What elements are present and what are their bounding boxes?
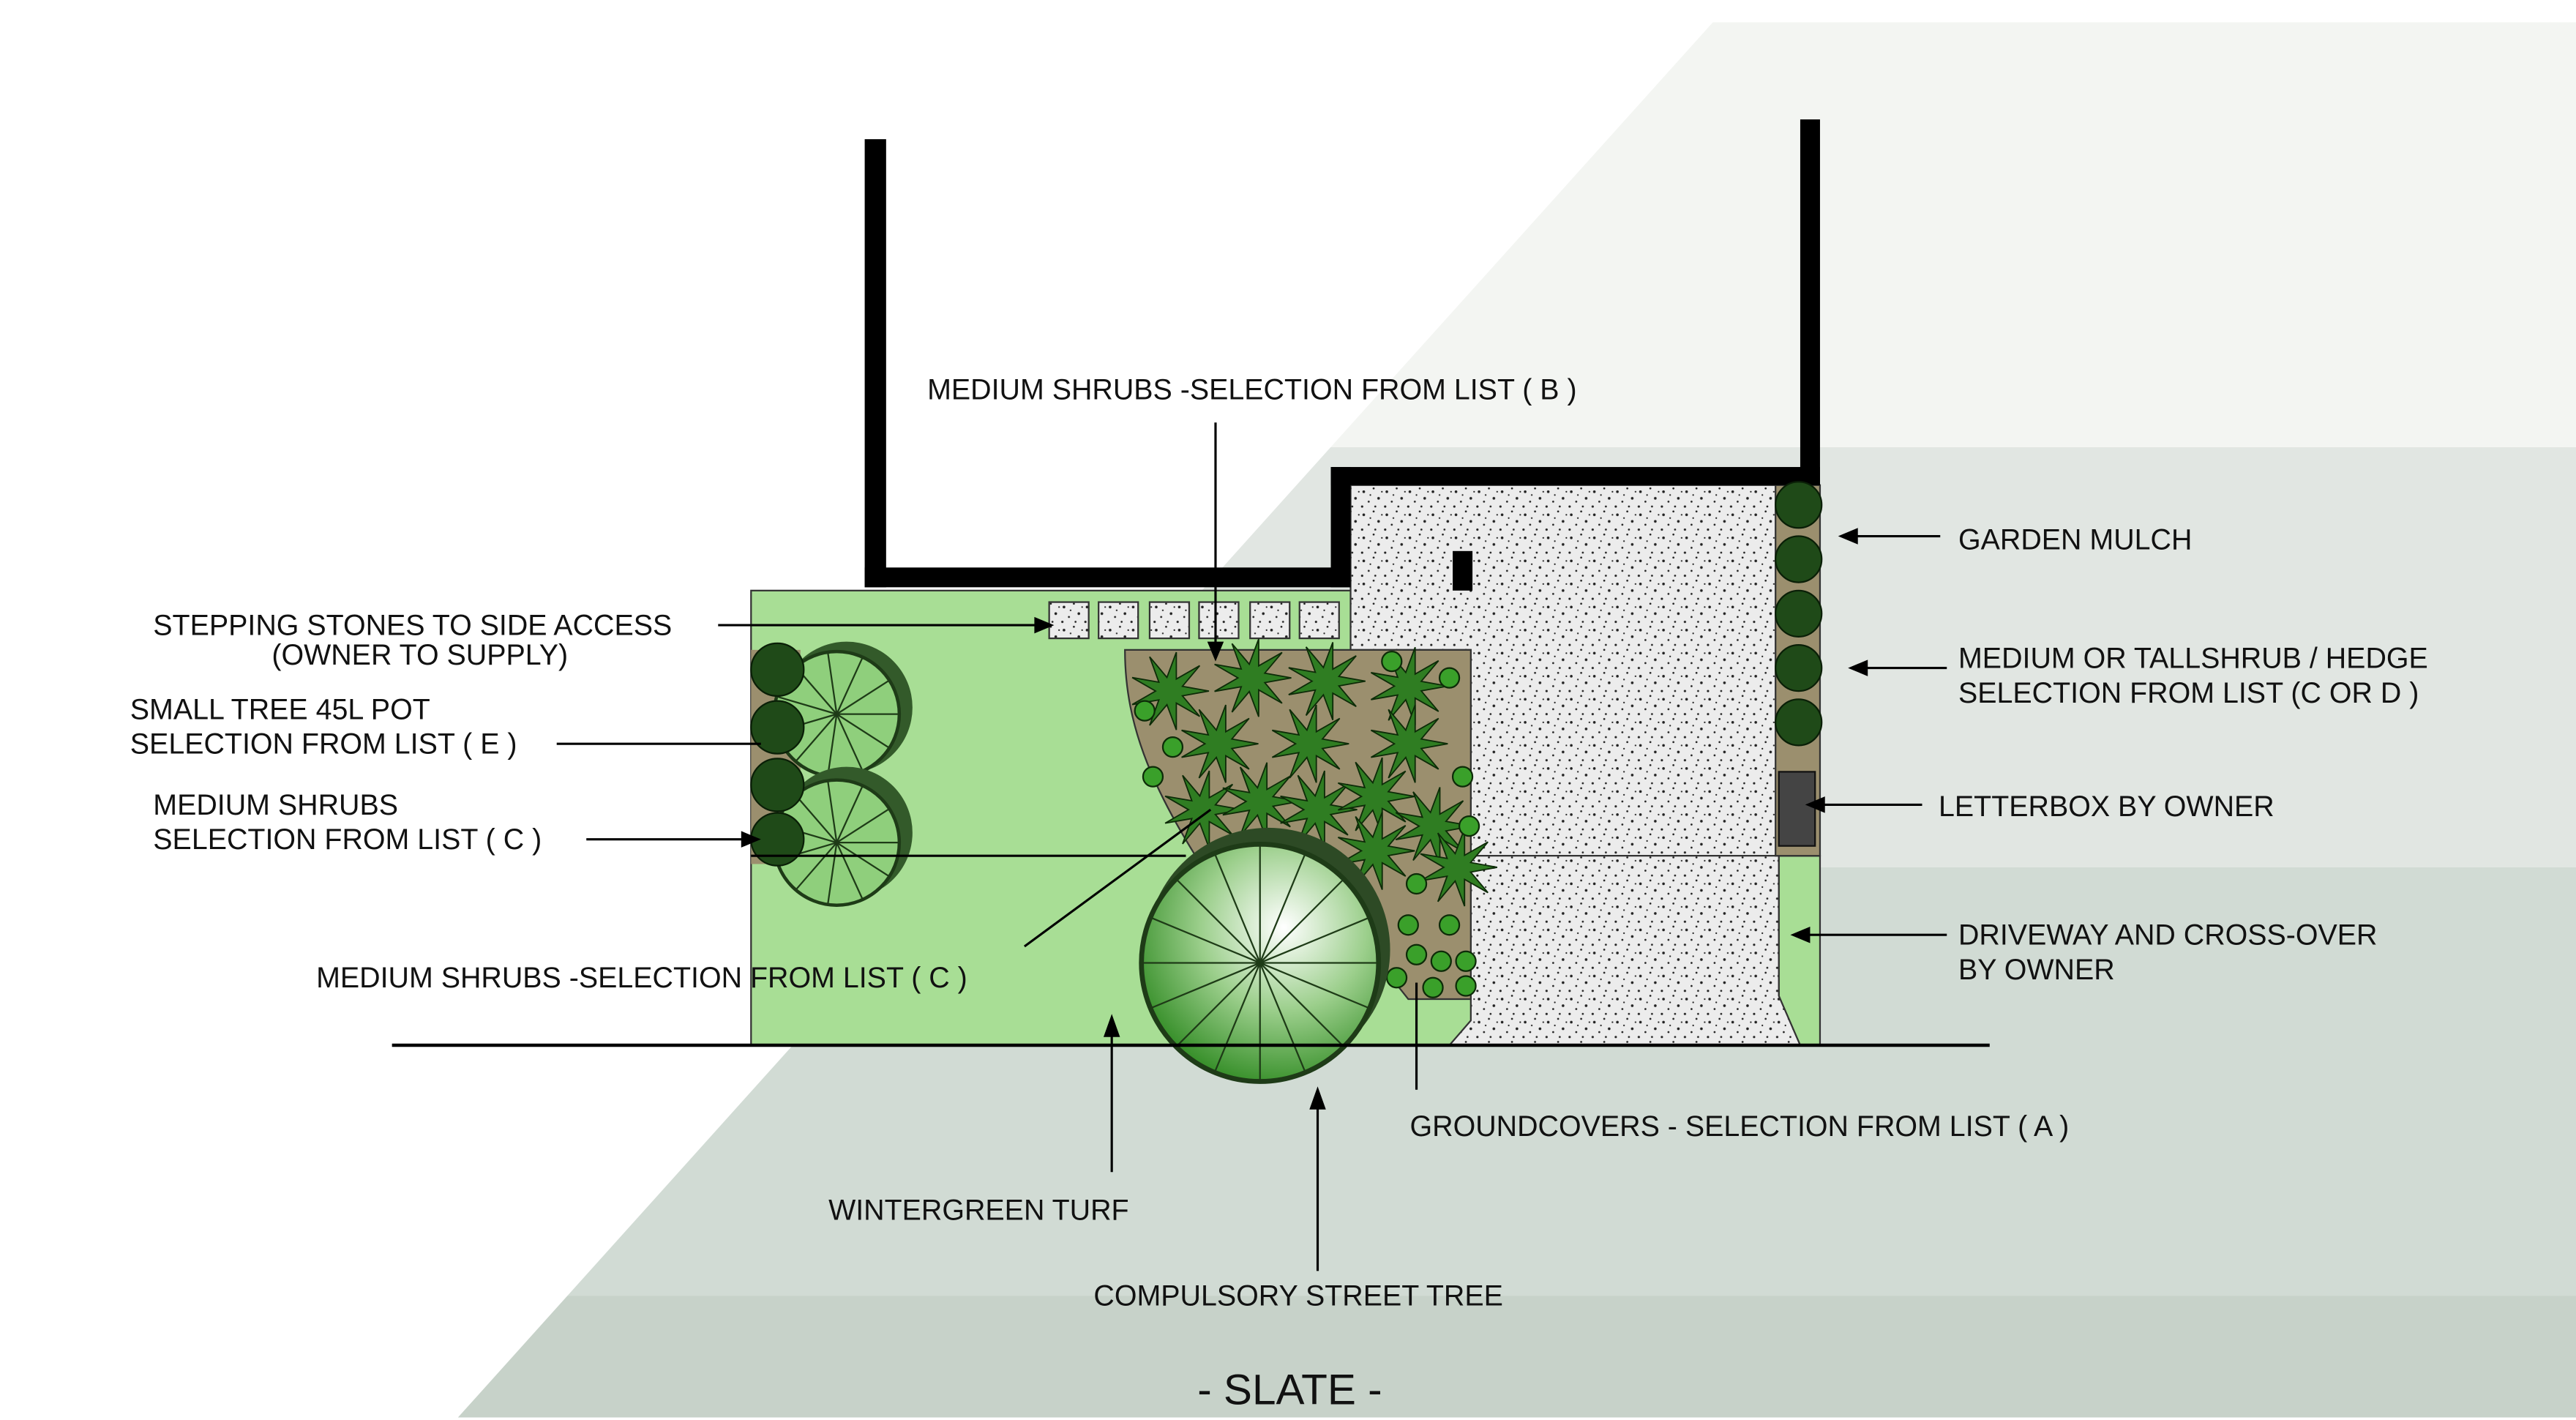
label-stepping-stones: STEPPING STONES TO SIDE ACCESS	[153, 610, 672, 642]
plan-title: - SLATE -	[1197, 1367, 1382, 1414]
groundcover	[1381, 650, 1403, 673]
stepping-stone	[1249, 601, 1291, 640]
groundcover	[1142, 766, 1164, 788]
hedge-shrub	[1775, 535, 1823, 583]
medium-shrubs-b	[1131, 638, 1497, 907]
small-tree	[772, 766, 913, 907]
shrub	[1164, 770, 1243, 849]
label-medium-shrubs-c-center: MEDIUM SHRUBS -SELECTION FROM LIST ( C )	[316, 962, 967, 994]
street-tree	[1139, 827, 1390, 1084]
label-small-tree-list: SELECTION FROM LIST ( E )	[130, 728, 517, 761]
shrub	[750, 758, 805, 812]
post-marker	[1453, 550, 1473, 591]
groundcover	[1405, 943, 1428, 965]
label-hedge-list: SELECTION FROM LIST (C OR D )	[1958, 677, 2419, 709]
label-turf: WINTERGREEN TURF	[828, 1195, 1129, 1227]
groundcover	[1430, 950, 1452, 972]
groundcover	[1385, 967, 1408, 989]
groundcover	[1455, 950, 1477, 972]
shrub	[1131, 651, 1210, 730]
small-tree	[772, 641, 913, 779]
arrowheads	[741, 528, 1868, 1110]
stepping-stone	[1048, 601, 1090, 640]
shrub	[1222, 762, 1300, 841]
groundcover	[1134, 700, 1156, 722]
label-street-tree: COMPULSORY STREET TREE	[1093, 1280, 1502, 1312]
shrub	[1337, 812, 1415, 890]
shrub	[1420, 828, 1497, 907]
label-medium-shrubs-c: MEDIUM SHRUBS	[153, 789, 398, 821]
shrub	[1337, 757, 1415, 836]
label-letterbox: LETTERBOX BY OWNER	[1939, 791, 2274, 823]
shrub	[1280, 770, 1358, 849]
stepping-stone	[1098, 601, 1139, 640]
label-stepping-stones-note: (OWNER TO SUPPLY)	[272, 639, 568, 671]
label-garden-mulch: GARDEN MULCH	[1958, 524, 2192, 556]
groundcover	[1451, 766, 1474, 788]
label-hedge: MEDIUM OR TALLSHRUB / HEDGE	[1958, 643, 2428, 675]
label-medium-shrubs-c-list: SELECTION FROM LIST ( C )	[153, 823, 542, 856]
leader-lines	[556, 422, 1947, 1271]
label-driveway: DRIVEWAY AND CROSS-OVER	[1958, 919, 2378, 952]
medium-shrubs-c-left	[750, 642, 805, 867]
letterbox	[1778, 771, 1816, 847]
groundcover	[1422, 976, 1444, 998]
groundcover	[1397, 914, 1419, 936]
stepping-stone	[1298, 601, 1340, 640]
shrub	[1271, 704, 1349, 783]
shrub	[1370, 646, 1448, 725]
label-driveway-owner: BY OWNER	[1958, 954, 2115, 986]
groundcover	[1161, 736, 1184, 758]
shrub	[750, 642, 805, 697]
label-medium-shrubs-b: MEDIUM SHRUBS -SELECTION FROM LIST ( B )	[927, 374, 1576, 406]
groundcover	[1455, 975, 1477, 997]
hedge-shrub	[1775, 481, 1823, 529]
shrub	[1181, 704, 1259, 783]
groundcover	[1438, 914, 1461, 936]
stepping-stone	[1198, 601, 1240, 640]
shrub	[1370, 704, 1448, 783]
hedge-shrubs	[1775, 481, 1823, 747]
groundcovers	[1134, 650, 1480, 998]
boundary-walls	[864, 119, 1820, 588]
hedge-shrub	[1775, 643, 1823, 692]
shrub	[750, 700, 805, 755]
stepping-stone	[1148, 601, 1191, 640]
shrub	[1288, 642, 1366, 721]
hedge-shrub	[1775, 589, 1823, 638]
label-small-tree: SMALL TREE 45L POT	[130, 693, 430, 725]
label-groundcovers: GROUNDCOVERS - SELECTION FROM LIST ( A )	[1410, 1110, 2070, 1143]
hedge-shrub	[1775, 698, 1823, 747]
groundcover	[1405, 872, 1428, 895]
shrub	[1214, 638, 1292, 717]
groundcover	[1438, 667, 1461, 689]
groundcover	[1458, 815, 1480, 837]
stepping-stones	[1048, 601, 1340, 640]
